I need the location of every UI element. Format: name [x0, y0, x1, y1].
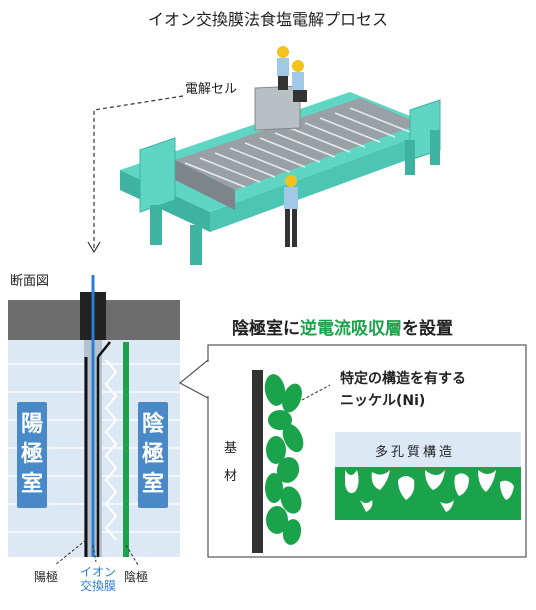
- leader-arrow-icon: [87, 241, 101, 254]
- cell-label: 電解セル: [185, 82, 238, 97]
- membrane-label-line2: 交換膜: [79, 579, 116, 593]
- nickel-line2: ニッケル(Ni): [340, 393, 426, 409]
- substrate-bar: [252, 370, 263, 553]
- zoom-callout: [178, 344, 527, 558]
- cathode-label: 陰極: [124, 570, 149, 584]
- headline-part3: を設置: [402, 319, 453, 339]
- porous-structure-label: 多孔質構造: [375, 445, 456, 460]
- anode-label: 陽極: [34, 570, 59, 584]
- anode-room-char3: 室: [20, 472, 43, 497]
- membrane-label-line1: イオン: [79, 565, 116, 579]
- diagram-title: イオン交換膜法食塩電解プロセス: [147, 10, 388, 29]
- anode-room-char2: 極: [20, 442, 43, 467]
- leader-dashed-line: [93, 95, 184, 248]
- cathode-room-label: 陰 極 室: [138, 402, 168, 508]
- substrate-label: 基 材: [224, 435, 238, 491]
- substrate-char2: 材: [224, 469, 238, 484]
- membrane-label: イオン 交換膜: [73, 565, 123, 593]
- cathode-room-char3: 室: [141, 472, 164, 497]
- anode-room-char1: 陽: [20, 412, 43, 437]
- headline-highlight: 逆電流吸収層: [300, 319, 402, 339]
- nickel-particles: [264, 374, 304, 545]
- nickel-description: 特定の構造を有する ニッケル(Ni): [340, 368, 466, 412]
- worker-figures: [277, 46, 307, 247]
- nickel-line1: 特定の構造を有する: [340, 371, 466, 387]
- electrolysis-cell-machine: [120, 85, 441, 265]
- substrate-char1: 基: [224, 441, 238, 456]
- headline-part1: 陰極室に: [232, 319, 300, 339]
- headline: 陰極室に逆電流吸収層を設置: [232, 314, 453, 339]
- anode-room-label: 陽 極 室: [17, 402, 47, 508]
- cathode-line: [123, 342, 129, 557]
- cathode-room-char2: 極: [141, 442, 164, 467]
- cathode-room-char1: 陰: [141, 412, 164, 437]
- cross-section-label: 断面図: [10, 274, 50, 289]
